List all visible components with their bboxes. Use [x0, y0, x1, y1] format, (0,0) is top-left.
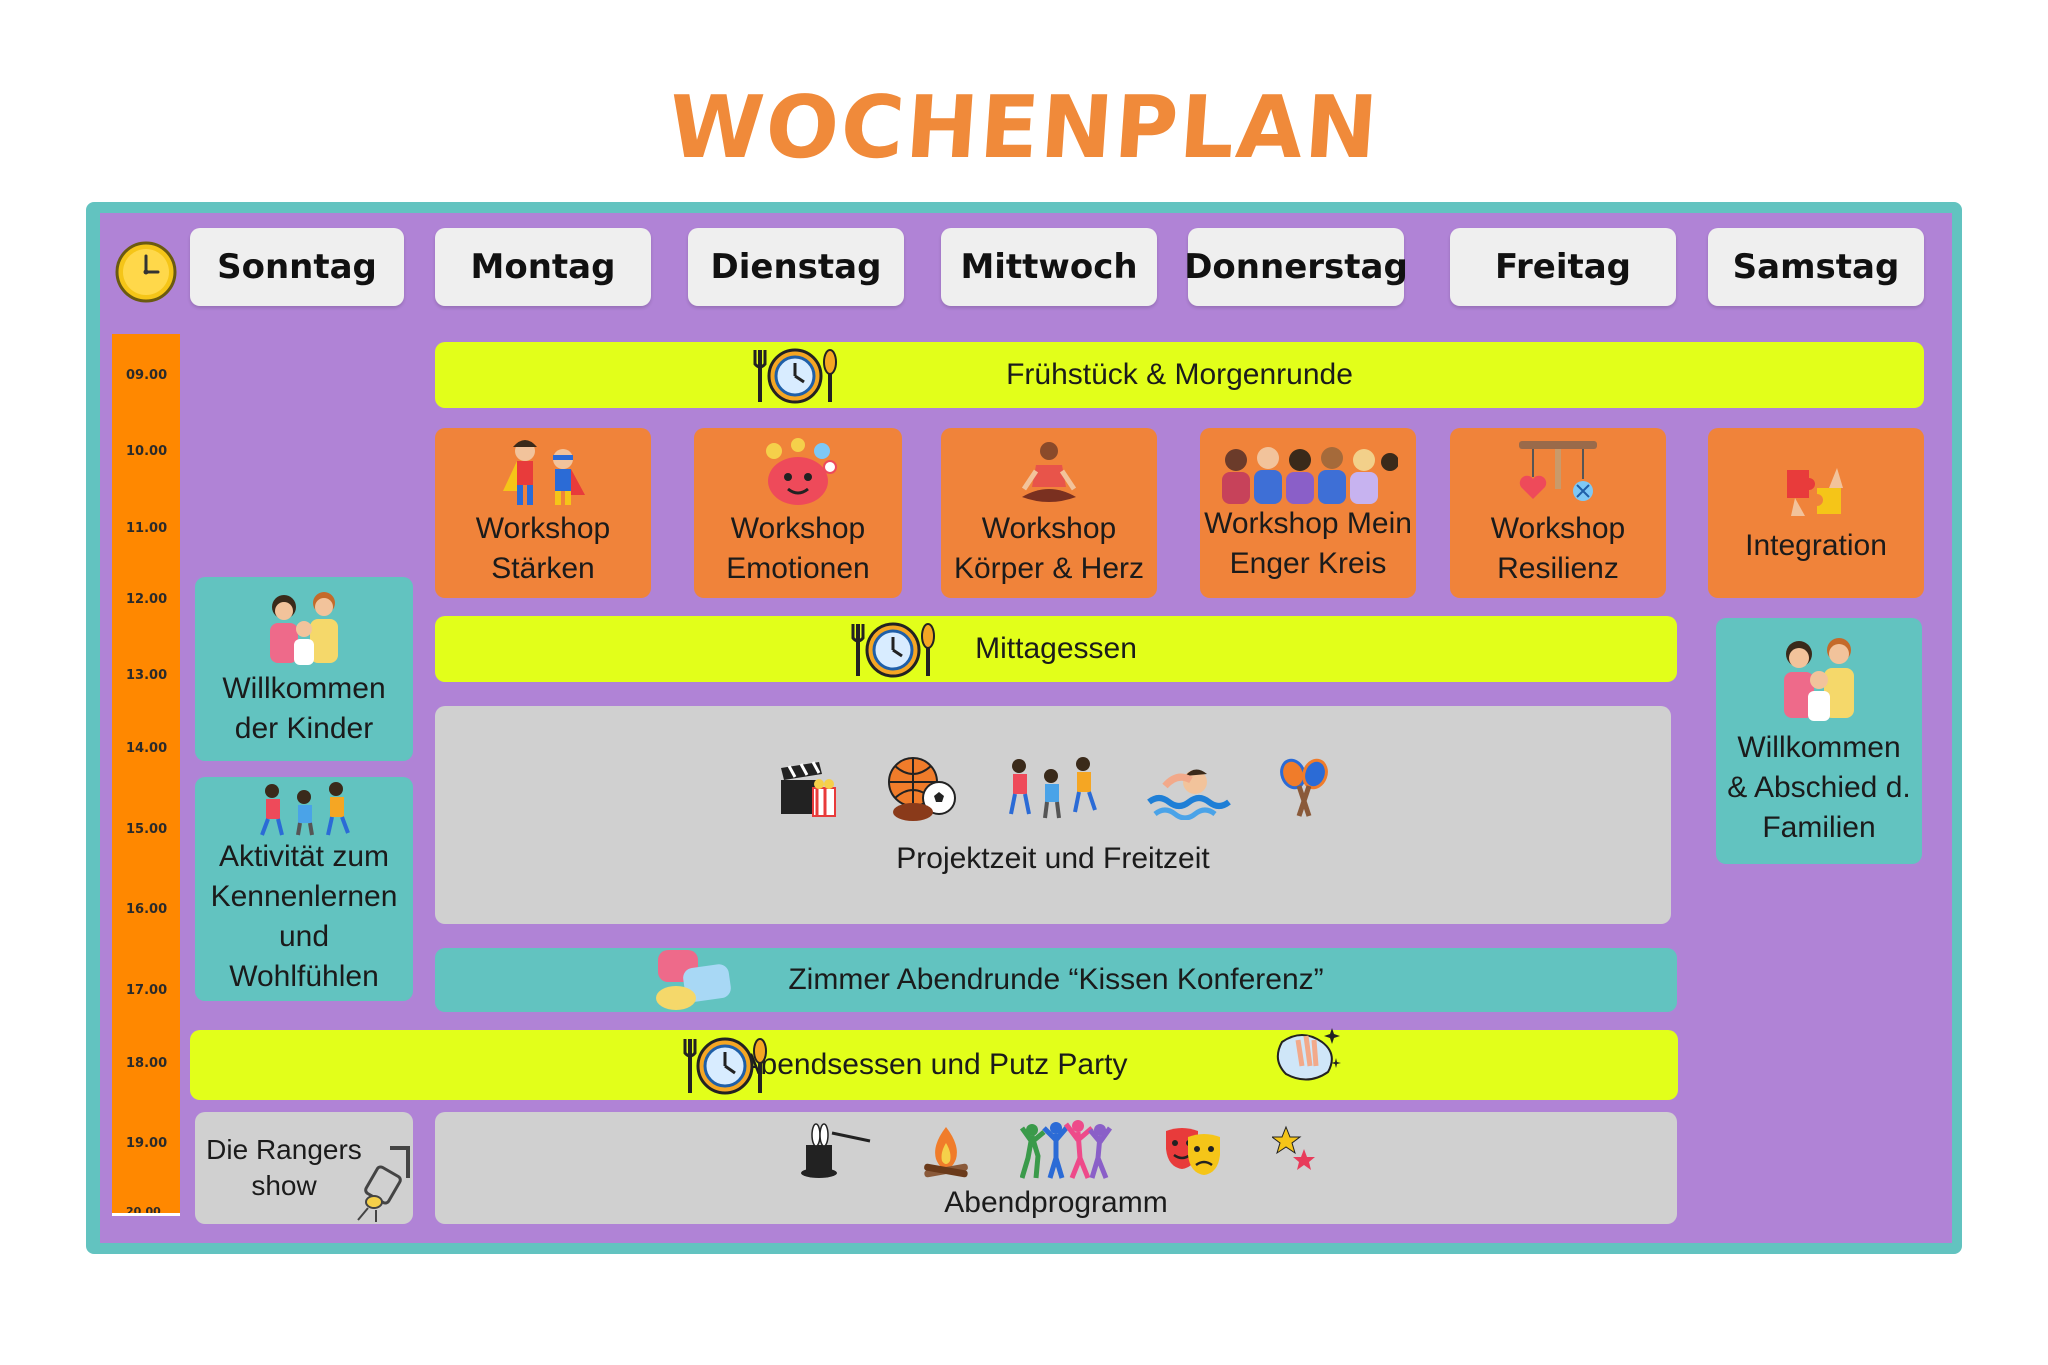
workshop-wednesday: Workshop Körper & Herz [941, 428, 1157, 598]
day-header-monday: Montag [435, 228, 651, 306]
children-playing-icon [1009, 757, 1097, 819]
time-label: 13.00 [126, 668, 168, 683]
clapperboard-popcorn-icon [781, 761, 836, 817]
evening-program-label: Abendprogramm [944, 1186, 1168, 1219]
children-playing-icon [260, 782, 350, 836]
workshop-friday: Workshop Resilienz [1450, 428, 1666, 598]
workshop-thursday: Workshop Mein Enger Kreis [1200, 428, 1416, 598]
sports-balls-icon [888, 757, 956, 821]
breakfast-label: Frühstück & Morgenrunde [1006, 358, 1353, 391]
timeline-end [112, 1213, 180, 1216]
page-title: WOCHENPLAN [665, 78, 1383, 178]
workshop-label: Workshop [981, 512, 1117, 545]
timeline-bar [112, 334, 180, 1216]
time-label: 16.00 [126, 902, 168, 917]
dinner-bar: Abendsessen und Putz Party [190, 1030, 1678, 1100]
day-header-friday: Freitag [1450, 228, 1676, 306]
plate-clock-cutlery-icon [683, 1037, 767, 1095]
activity-label: Wohlfühlen [229, 960, 379, 993]
time-label: 14.00 [126, 741, 168, 756]
welcome-children-block: Willkommen der Kinder [195, 577, 413, 761]
resilience-balance-icon [1519, 441, 1597, 501]
puzzle-hands-icon [1787, 468, 1843, 516]
lunch-bar: Mittagessen [435, 616, 1677, 682]
group-of-friends-icon [1222, 447, 1398, 504]
welcome-farewell-families-block: Willkommen & Abschied d. Familien [1716, 618, 1922, 864]
activity-label: und [278, 920, 330, 953]
time-label: 17.00 [126, 983, 168, 998]
plate-clock-cutlery-icon [851, 622, 935, 678]
family-icon [270, 592, 338, 665]
cleaning-cloth-icon [1276, 1028, 1341, 1081]
getting-to-know-block: Aktivität zum Kennenlernen und Wohlfühle… [195, 777, 413, 1001]
project-free-time-block: Projektzeit und Freitzeit [435, 706, 1671, 924]
activity-label: Aktivität zum [218, 840, 390, 873]
day-header-wednesday: Mittwoch [941, 228, 1157, 306]
spotlight-icon [357, 1146, 410, 1222]
superheroes-icon [503, 440, 585, 505]
day-header-tuesday: Dienstag [688, 228, 904, 306]
stars-icon [1272, 1125, 1315, 1170]
clock-icon [115, 241, 177, 303]
workshop-tuesday: Workshop Emotionen [694, 428, 902, 598]
brain-emotions-icon [766, 438, 837, 505]
workshop-label: Workshop Mein [1204, 507, 1412, 540]
pillows-icon [656, 950, 731, 1010]
families-label: Willkommen [1737, 731, 1901, 764]
workshop-label: Stärken [491, 552, 595, 585]
workshop-label: Emotionen [726, 552, 870, 585]
evening-round-bar: Zimmer Abendrunde “Kissen Konferenz” [435, 948, 1677, 1012]
plate-clock-cutlery-icon [753, 348, 837, 404]
integration-label: Integration [1745, 529, 1887, 562]
evening-round-label: Zimmer Abendrunde “Kissen Konferenz” [788, 963, 1324, 996]
workshop-label: Enger Kreis [1229, 547, 1387, 580]
evening-program-block: Abendprogramm [435, 1112, 1677, 1224]
project-time-label: Projektzeit und Freitzeit [896, 842, 1210, 875]
activity-label: Kennenlernen [210, 880, 398, 913]
magic-hat-icon [801, 1123, 871, 1178]
families-label: & Abschied d. [1727, 771, 1911, 804]
workshop-label: Workshop [475, 512, 611, 545]
welcome-children-label: Willkommen [222, 672, 386, 705]
time-label: 11.00 [126, 521, 168, 536]
rangers-label: show [251, 1170, 317, 1201]
workshop-label: Workshop [730, 512, 866, 545]
day-header-sunday: Sonntag [190, 228, 404, 306]
day-header-thursday: Donnerstag [1184, 228, 1408, 306]
time-label: 15.00 [126, 822, 168, 837]
time-label: 09.00 [126, 368, 168, 383]
maracas-icon [1280, 758, 1328, 817]
integration-block: Integration [1708, 428, 1924, 598]
families-label: Familien [1762, 811, 1876, 844]
meditation-icon [1021, 442, 1077, 502]
swimmer-icon [1147, 769, 1231, 820]
lunch-label: Mittagessen [975, 632, 1137, 665]
breakfast-bar: Frühstück & Morgenrunde [435, 342, 1924, 408]
workshop-label: Resilienz [1497, 552, 1619, 585]
welcome-children-label: der Kinder [234, 712, 374, 745]
time-label: 19.00 [126, 1136, 168, 1151]
time-label: 12.00 [126, 592, 168, 607]
rangers-label: Die Rangers [206, 1134, 362, 1165]
theater-masks-icon [1166, 1128, 1220, 1175]
dancing-people-icon [1020, 1120, 1113, 1179]
workshop-label: Workshop [1490, 512, 1626, 545]
campfire-icon [924, 1127, 968, 1178]
workshop-label: Körper & Herz [953, 552, 1145, 585]
day-header-saturday: Samstag [1708, 228, 1924, 306]
time-label: 20.00 [126, 1205, 161, 1218]
dinner-label: Abendsessen und Putz Party [740, 1048, 1128, 1081]
time-label: 10.00 [126, 444, 168, 459]
time-label: 18.00 [126, 1056, 168, 1071]
family-icon [1784, 638, 1854, 721]
workshop-monday: Workshop Stärken [435, 428, 651, 598]
